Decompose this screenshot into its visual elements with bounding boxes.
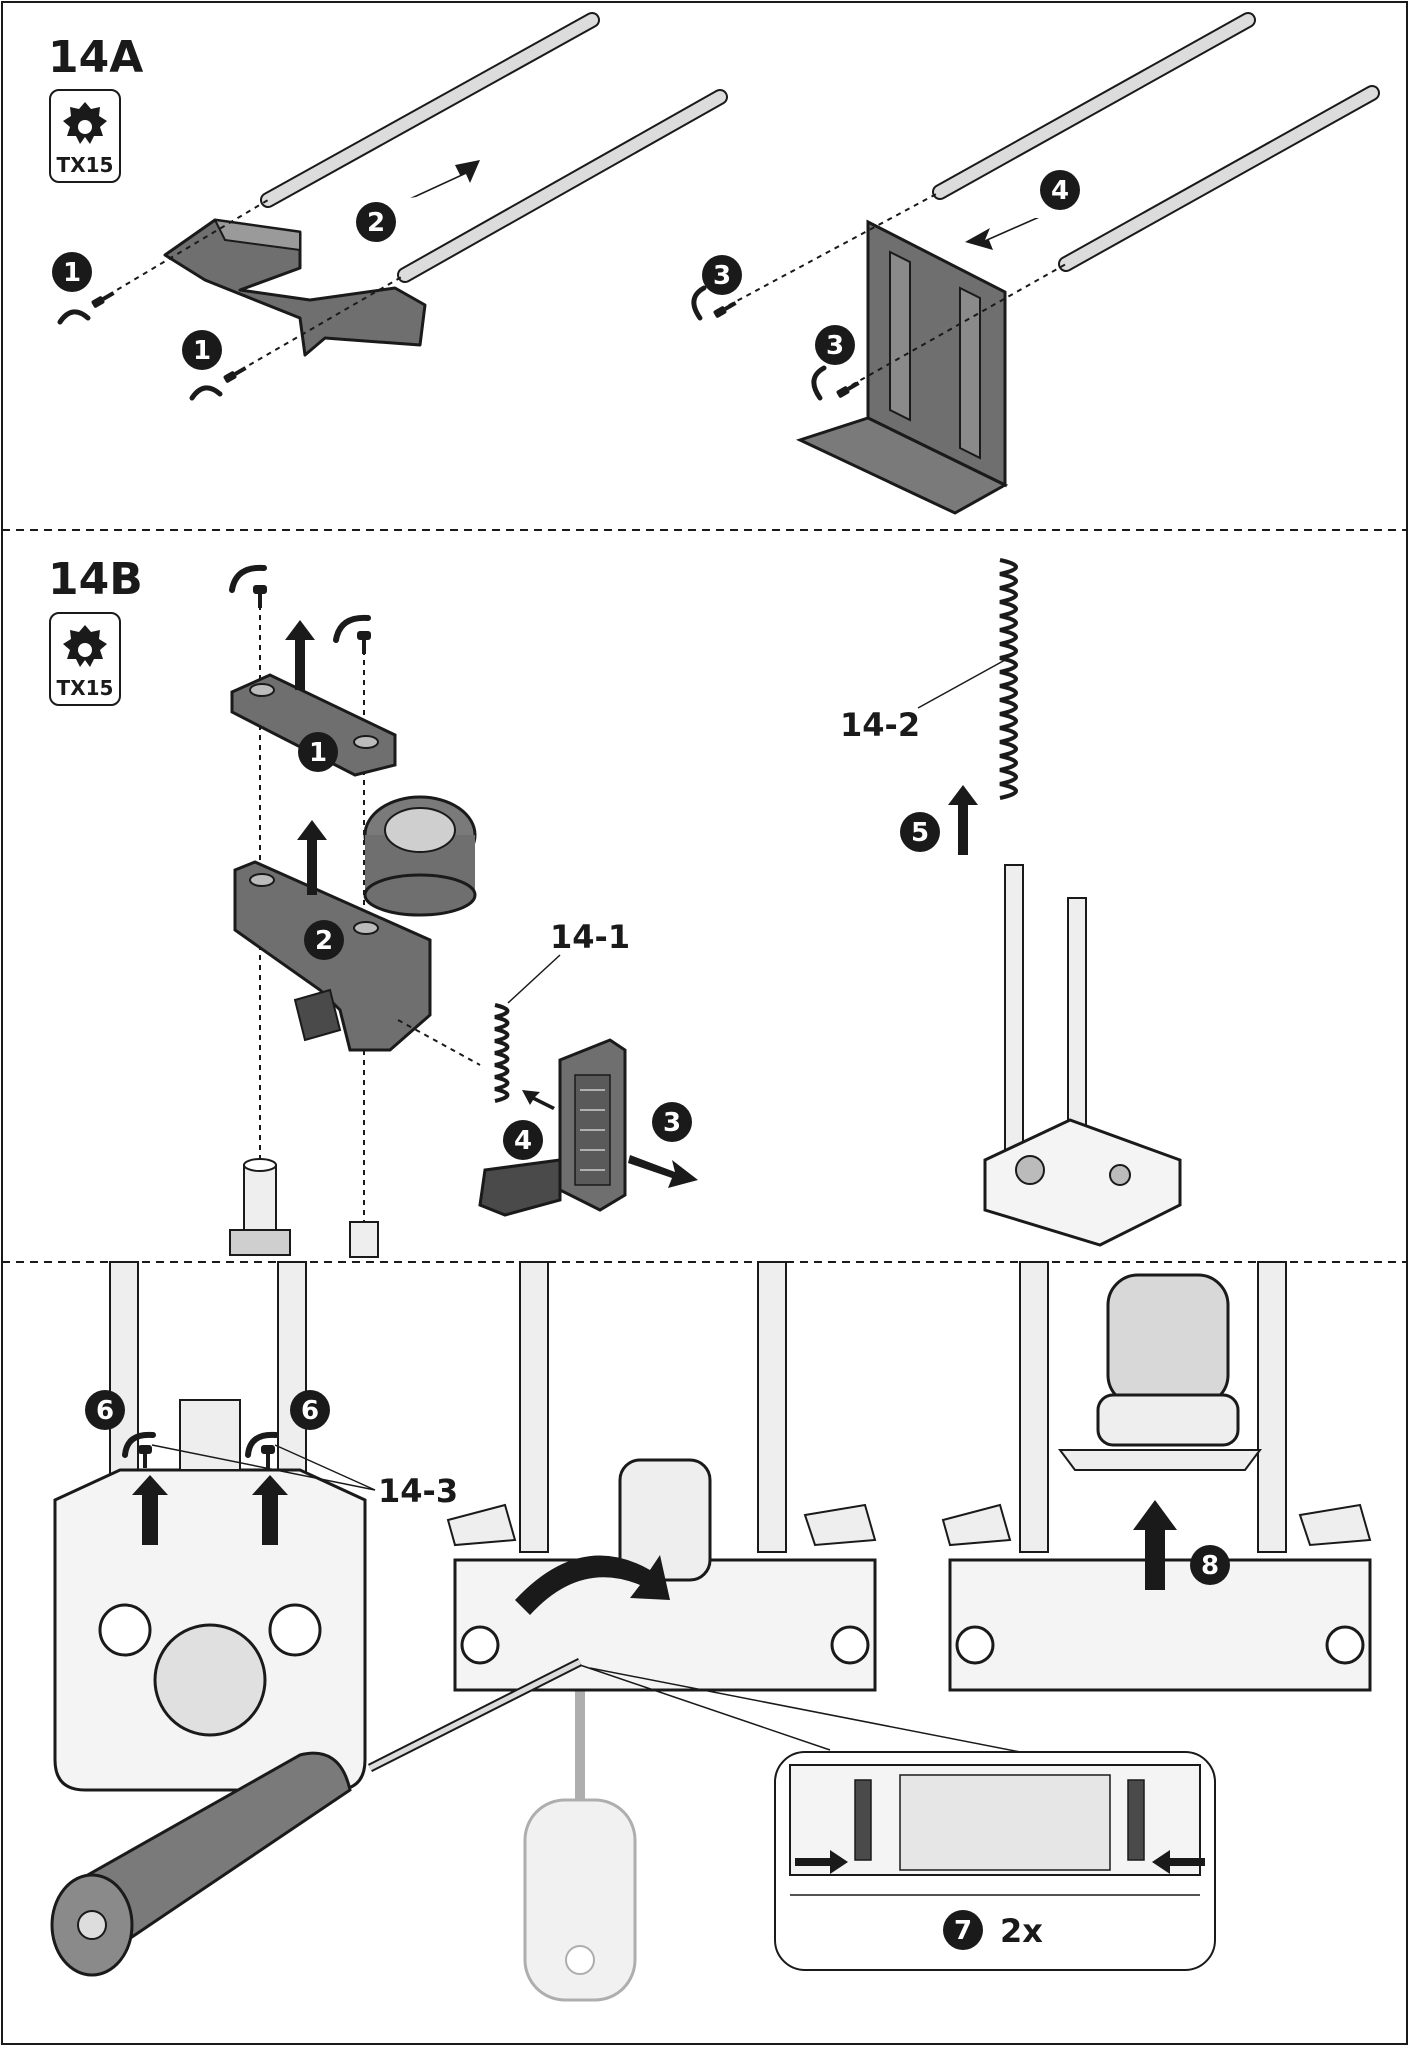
step-badge: 3 bbox=[652, 1102, 692, 1142]
router-base-side-view-right bbox=[941, 1261, 1372, 1692]
svg-text:6: 6 bbox=[301, 1396, 319, 1426]
svg-text:2: 2 bbox=[315, 926, 333, 956]
direction-arrow-icon bbox=[410, 160, 480, 198]
screw-icon bbox=[90, 289, 116, 309]
detail-inset bbox=[774, 1751, 1216, 1971]
screw-icon bbox=[253, 585, 267, 608]
tool-label-14a: TX15 bbox=[57, 153, 114, 177]
detail-count-label: 2x bbox=[1000, 1912, 1043, 1950]
step-badge: 6 bbox=[290, 1390, 330, 1430]
router-base-front bbox=[53, 1261, 367, 1792]
torx-icon: TX15 bbox=[49, 612, 121, 706]
svg-text:4: 4 bbox=[514, 1126, 532, 1156]
rotate-arrow-icon bbox=[811, 365, 827, 401]
screw-icon bbox=[357, 631, 371, 654]
section-title-14a: 14A bbox=[48, 32, 143, 83]
svg-text:6: 6 bbox=[96, 1396, 114, 1426]
guide-posts-lower bbox=[229, 1158, 379, 1258]
step-badge: 1 bbox=[182, 330, 222, 370]
rotate-arrow-icon bbox=[333, 614, 371, 643]
direction-arrow-icon bbox=[795, 1850, 848, 1874]
up-arrow-icon bbox=[1133, 1500, 1177, 1590]
guide-rods-left bbox=[260, 12, 728, 283]
direction-arrow-icon bbox=[1152, 1850, 1205, 1874]
step-badge: 4 bbox=[1040, 170, 1080, 210]
top-cap bbox=[230, 673, 397, 777]
screwdriver-icon bbox=[50, 1657, 583, 1977]
up-arrow-icon bbox=[285, 620, 315, 690]
svg-text:7: 7 bbox=[954, 1916, 972, 1946]
step-badge: 5 bbox=[900, 812, 940, 852]
step-badge: 2 bbox=[304, 920, 344, 960]
torx-icon: TX15 bbox=[49, 89, 121, 183]
svg-text:1: 1 bbox=[63, 258, 81, 288]
step-badge: 1 bbox=[298, 732, 338, 772]
svg-text:2: 2 bbox=[367, 208, 385, 238]
direction-arrow-icon bbox=[628, 1155, 698, 1188]
part-label-14-1: 14-1 bbox=[550, 918, 630, 956]
svg-text:4: 4 bbox=[1051, 176, 1069, 206]
step-badge: 8 bbox=[1190, 1545, 1230, 1585]
svg-text:8: 8 bbox=[1201, 1551, 1219, 1581]
part-label-14-2: 14-2 bbox=[840, 706, 920, 744]
depth-stop-housing bbox=[233, 795, 477, 1052]
guide-rods-right bbox=[932, 12, 1380, 272]
step-badge: 1 bbox=[52, 252, 92, 292]
svg-text:3: 3 bbox=[663, 1108, 681, 1138]
up-arrow-icon bbox=[252, 1475, 288, 1545]
screw-icon bbox=[261, 1445, 275, 1468]
direction-arrow-icon bbox=[522, 1090, 555, 1110]
svg-text:3: 3 bbox=[713, 261, 731, 291]
rotate-arrow-icon bbox=[229, 564, 267, 593]
step-badge: 3 bbox=[702, 255, 742, 295]
screw-icon bbox=[712, 299, 738, 319]
curved-arrow-icon bbox=[515, 1555, 670, 1615]
screwdriver-ghost-icon bbox=[523, 1690, 637, 2002]
svg-text:1: 1 bbox=[193, 336, 211, 366]
direction-arrow-icon bbox=[965, 218, 1039, 250]
depth-scale-carriage bbox=[478, 1038, 627, 1217]
step-badge: 6 bbox=[85, 1390, 125, 1430]
up-arrow-icon bbox=[948, 785, 978, 855]
small-spring bbox=[494, 1003, 510, 1103]
l-bracket bbox=[795, 219, 1009, 515]
screw-icon bbox=[835, 379, 861, 399]
router-base-side-view bbox=[446, 1261, 877, 1692]
section-title-14b: 14B bbox=[48, 554, 143, 605]
rotate-arrow-icon bbox=[189, 385, 223, 401]
part-label-14-3: 14-3 bbox=[378, 1472, 458, 1510]
rotate-arrow-icon bbox=[57, 309, 91, 325]
screw-icon bbox=[222, 364, 248, 384]
rotate-arrow-icon bbox=[245, 1431, 279, 1458]
up-arrow-icon bbox=[132, 1475, 168, 1545]
step-badge: 2 bbox=[356, 202, 396, 242]
rotate-arrow-icon bbox=[122, 1431, 156, 1458]
up-arrow-icon bbox=[297, 820, 327, 895]
svg-text:1: 1 bbox=[309, 738, 327, 768]
long-spring bbox=[999, 558, 1018, 800]
screw-icon bbox=[138, 1445, 152, 1468]
step-badge: 4 bbox=[503, 1120, 543, 1160]
router-base-assembly bbox=[983, 864, 1182, 1247]
step-badge: 3 bbox=[815, 325, 855, 365]
svg-text:5: 5 bbox=[911, 818, 929, 848]
rod-end-bracket bbox=[163, 218, 427, 357]
rotate-arrow-icon bbox=[691, 285, 707, 321]
step-badge: 7 bbox=[943, 1910, 983, 1950]
tool-label-14b: TX15 bbox=[57, 676, 114, 700]
svg-text:3: 3 bbox=[826, 331, 844, 361]
